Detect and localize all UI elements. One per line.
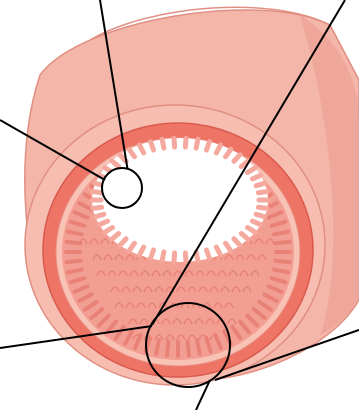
cross-section	[25, 105, 325, 385]
lumen-villus	[258, 207, 267, 208]
villus	[188, 342, 189, 356]
villus	[197, 340, 200, 354]
lumen-villus	[185, 138, 186, 147]
lumen-villus	[162, 139, 164, 148]
lumen-villus	[252, 175, 260, 179]
lumen-villus	[185, 253, 186, 262]
villus	[274, 232, 288, 235]
villus	[67, 261, 81, 262]
villus	[67, 242, 81, 243]
lumen-villus	[256, 214, 265, 216]
villus	[276, 242, 290, 243]
villus	[167, 342, 168, 356]
villus	[156, 340, 159, 354]
lumen-villus	[252, 221, 260, 225]
lumen-callout-circle	[102, 168, 142, 208]
lumen-villus	[206, 250, 209, 258]
lumen-villus	[162, 252, 164, 261]
lumen-villus	[95, 214, 104, 216]
lumen-villus	[174, 253, 175, 262]
lumen-villus	[256, 183, 265, 185]
lumen-villus	[196, 139, 198, 148]
villus	[276, 261, 290, 262]
lumen-villus	[206, 142, 209, 150]
villus	[68, 232, 82, 235]
lumen-villus	[93, 192, 102, 193]
lumen-villus	[151, 250, 154, 258]
lumen-villus	[99, 221, 107, 225]
villus	[274, 270, 288, 273]
lumen-villus	[93, 207, 102, 208]
lumen-villus	[174, 138, 175, 147]
lumen-villus	[151, 142, 154, 150]
villus	[68, 270, 82, 273]
lumen-villus	[196, 252, 198, 261]
lumen-villus	[258, 192, 267, 193]
